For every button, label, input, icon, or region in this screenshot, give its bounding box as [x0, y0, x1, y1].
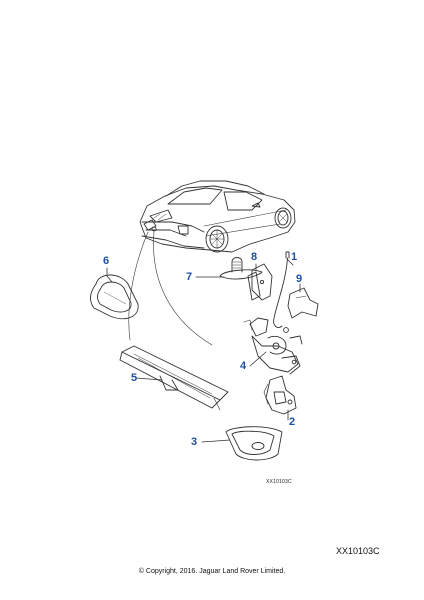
part-9-bracket [287, 287, 319, 319]
callout-5: 5 [131, 372, 138, 384]
callout-1: 1 [291, 251, 298, 263]
callout-7: 7 [186, 271, 193, 283]
callout-2: 2 [289, 416, 296, 428]
figure-code: XX10103C [336, 546, 380, 556]
part-3-tray [225, 426, 283, 461]
part-2-latch [263, 375, 297, 415]
callout-9: 9 [296, 273, 303, 285]
copyright-notice: © Copyright, 2016. Jaguar Land Rover Lim… [138, 568, 286, 575]
callout-6: 6 [103, 255, 110, 267]
car-illustration [139, 180, 296, 253]
leader-curve-right [153, 231, 213, 346]
part-4-actuator [243, 317, 303, 375]
part-7-bracket [219, 257, 263, 280]
part-8-plate [247, 263, 273, 301]
callout-3: 3 [191, 436, 198, 448]
callout-8: 8 [251, 251, 258, 263]
figure-code-small: XX10103C [266, 479, 292, 485]
part-5-handle [119, 345, 229, 411]
callout-4: 4 [240, 360, 247, 372]
part-1-cable [273, 251, 290, 333]
callout-leaders [106, 258, 301, 443]
part-6-bezel [89, 274, 139, 320]
leader-curve-left [128, 231, 149, 341]
